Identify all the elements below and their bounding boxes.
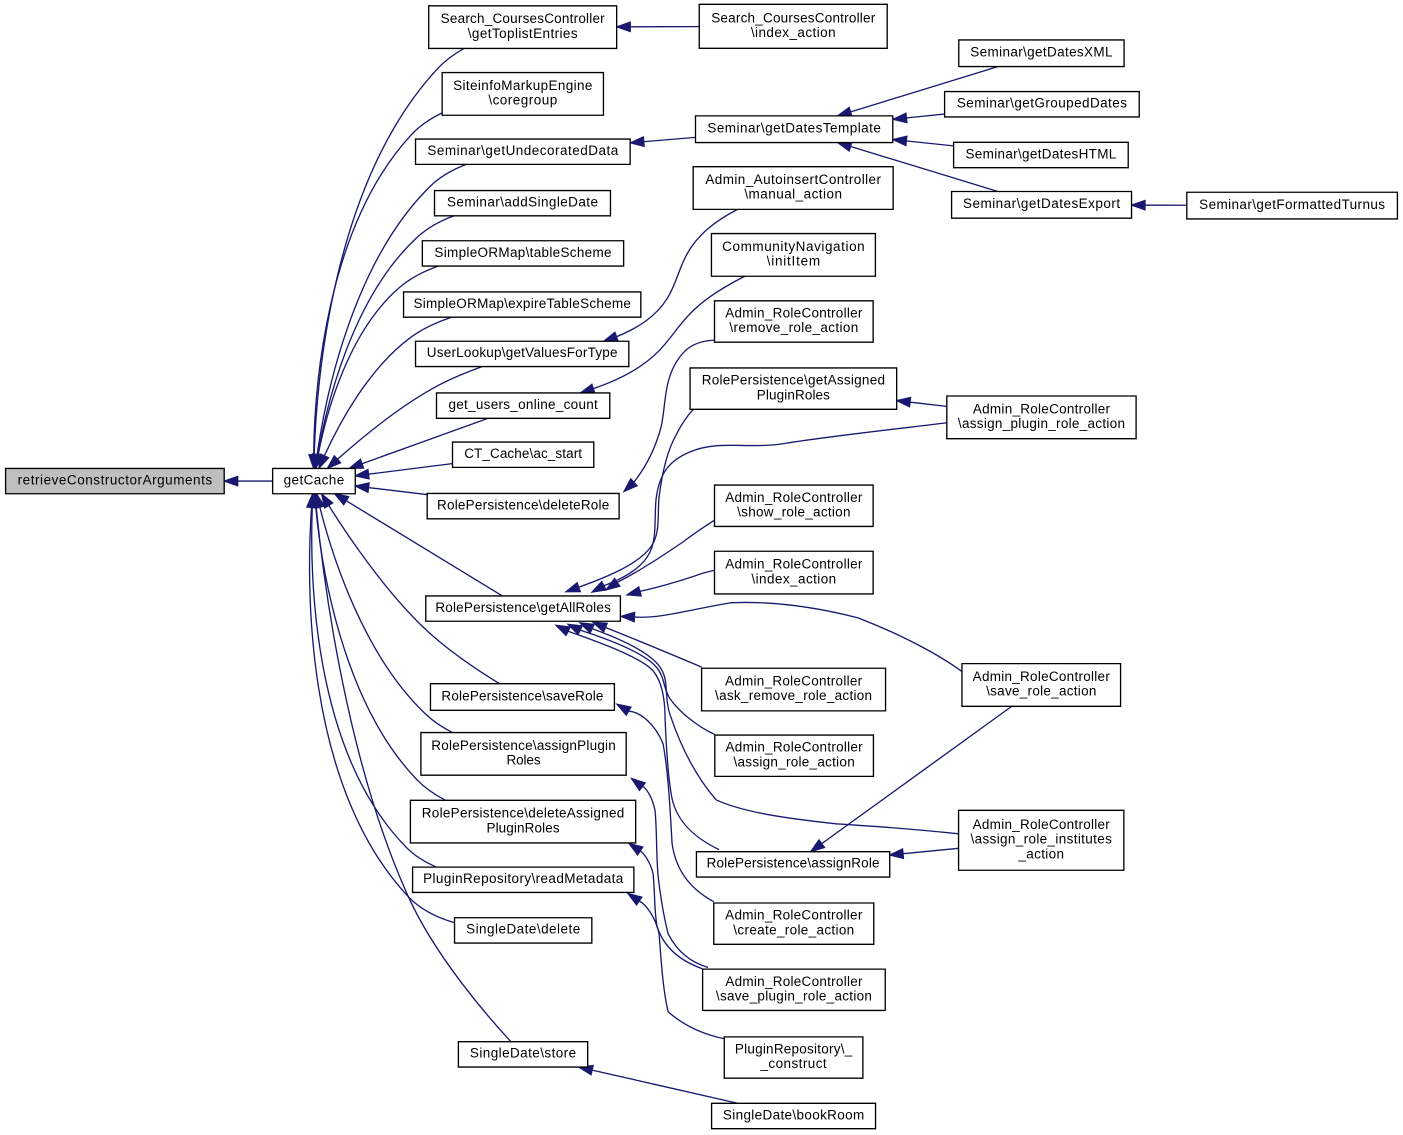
- svg-text:Admin_RoleController: Admin_RoleController: [725, 908, 863, 923]
- svg-text:SimpleORMap\expireTableScheme: SimpleORMap\expireTableScheme: [413, 296, 630, 311]
- svg-text:\manual_action: \manual_action: [744, 187, 842, 202]
- svg-text:Seminar\getDatesExport: Seminar\getDatesExport: [963, 196, 1120, 211]
- svg-text:Admin_RoleController: Admin_RoleController: [973, 401, 1111, 416]
- svg-text:\show_role_action: \show_role_action: [737, 504, 850, 519]
- svg-text:RolePersistence\getAllRoles: RolePersistence\getAllRoles: [435, 600, 611, 615]
- svg-text:Seminar\getDatesTemplate: Seminar\getDatesTemplate: [707, 121, 881, 136]
- svg-text:Seminar\getUndecoratedData: Seminar\getUndecoratedData: [427, 143, 618, 158]
- svg-text:\ask_remove_role_action: \ask_remove_role_action: [715, 688, 872, 703]
- svg-text:Admin_RoleController: Admin_RoleController: [725, 306, 863, 321]
- svg-text:SingleDate\bookRoom: SingleDate\bookRoom: [723, 1107, 864, 1122]
- svg-text:\save_role_action: \save_role_action: [986, 684, 1096, 699]
- svg-text:Admin_RoleController: Admin_RoleController: [725, 557, 863, 572]
- svg-text:\assign_plugin_role_action: \assign_plugin_role_action: [958, 416, 1125, 431]
- svg-text:\initItem: \initItem: [767, 254, 820, 269]
- svg-text:Admin_RoleController: Admin_RoleController: [973, 669, 1111, 684]
- svg-text:PluginRoles: PluginRoles: [486, 820, 559, 835]
- svg-text:CommunityNavigation: CommunityNavigation: [722, 239, 865, 254]
- svg-text:Seminar\addSingleDate: Seminar\addSingleDate: [447, 195, 598, 210]
- svg-text:SimpleORMap\tableScheme: SimpleORMap\tableScheme: [434, 245, 611, 260]
- svg-text:PluginRoles: PluginRoles: [757, 387, 830, 402]
- svg-text:SingleDate\delete: SingleDate\delete: [466, 922, 580, 937]
- svg-text:SingleDate\store: SingleDate\store: [470, 1046, 576, 1061]
- svg-text:Admin_RoleController: Admin_RoleController: [725, 490, 863, 505]
- svg-text:Seminar\getFormattedTurnus: Seminar\getFormattedTurnus: [1199, 197, 1385, 212]
- svg-text:RolePersistence\saveRole: RolePersistence\saveRole: [441, 688, 603, 703]
- svg-text:retrieveConstructorArguments: retrieveConstructorArguments: [18, 472, 213, 487]
- svg-text:_construct: _construct: [759, 1056, 826, 1071]
- svg-text:CT_Cache\ac_start: CT_Cache\ac_start: [464, 446, 582, 461]
- svg-text:Seminar\getGroupedDates: Seminar\getGroupedDates: [957, 96, 1127, 111]
- svg-text:SiteinfoMarkupEngine: SiteinfoMarkupEngine: [453, 78, 592, 93]
- svg-text:UserLookup\getValuesForType: UserLookup\getValuesForType: [427, 345, 618, 360]
- svg-text:\remove_role_action: \remove_role_action: [729, 320, 858, 335]
- svg-text:RolePersistence\deleteRole: RolePersistence\deleteRole: [437, 497, 609, 512]
- svg-text:Seminar\getDatesHTML: Seminar\getDatesHTML: [965, 146, 1116, 161]
- svg-text:Roles: Roles: [506, 753, 540, 768]
- svg-text:_action: _action: [1017, 846, 1064, 861]
- svg-text:get_users_online_count: get_users_online_count: [448, 397, 598, 412]
- svg-text:PluginRepository\_: PluginRepository\_: [735, 1042, 853, 1057]
- svg-text:RolePersistence\deleteAssigned: RolePersistence\deleteAssigned: [422, 806, 624, 821]
- svg-text:\coregroup: \coregroup: [488, 93, 557, 108]
- svg-text:PluginRepository\readMetadata: PluginRepository\readMetadata: [423, 871, 624, 886]
- svg-text:Admin_RoleController: Admin_RoleController: [726, 740, 864, 755]
- svg-text:Seminar\getDatesXML: Seminar\getDatesXML: [970, 45, 1113, 60]
- svg-text:Search_CoursesController: Search_CoursesController: [441, 11, 606, 26]
- svg-text:\index_action: \index_action: [751, 25, 836, 40]
- svg-text:\create_role_action: \create_role_action: [733, 922, 854, 937]
- svg-text:\index_action: \index_action: [751, 571, 836, 586]
- svg-text:Admin_AutoinsertController: Admin_AutoinsertController: [705, 172, 881, 187]
- svg-text:Admin_RoleController: Admin_RoleController: [725, 674, 863, 689]
- svg-text:\getToplistEntries: \getToplistEntries: [468, 26, 578, 41]
- svg-text:Admin_RoleController: Admin_RoleController: [725, 974, 863, 989]
- svg-text:Search_CoursesController: Search_CoursesController: [711, 10, 876, 25]
- svg-text:getCache: getCache: [284, 472, 345, 487]
- svg-text:RolePersistence\assignPlugin: RolePersistence\assignPlugin: [431, 738, 615, 753]
- svg-text:\assign_role_institutes: \assign_role_institutes: [971, 832, 1113, 847]
- svg-text:Admin_RoleController: Admin_RoleController: [973, 817, 1111, 832]
- svg-text:\assign_role_action: \assign_role_action: [734, 754, 855, 769]
- svg-text:\save_plugin_role_action: \save_plugin_role_action: [716, 988, 872, 1003]
- svg-text:RolePersistence\assignRole: RolePersistence\assignRole: [707, 856, 880, 871]
- svg-text:RolePersistence\getAssigned: RolePersistence\getAssigned: [702, 373, 885, 388]
